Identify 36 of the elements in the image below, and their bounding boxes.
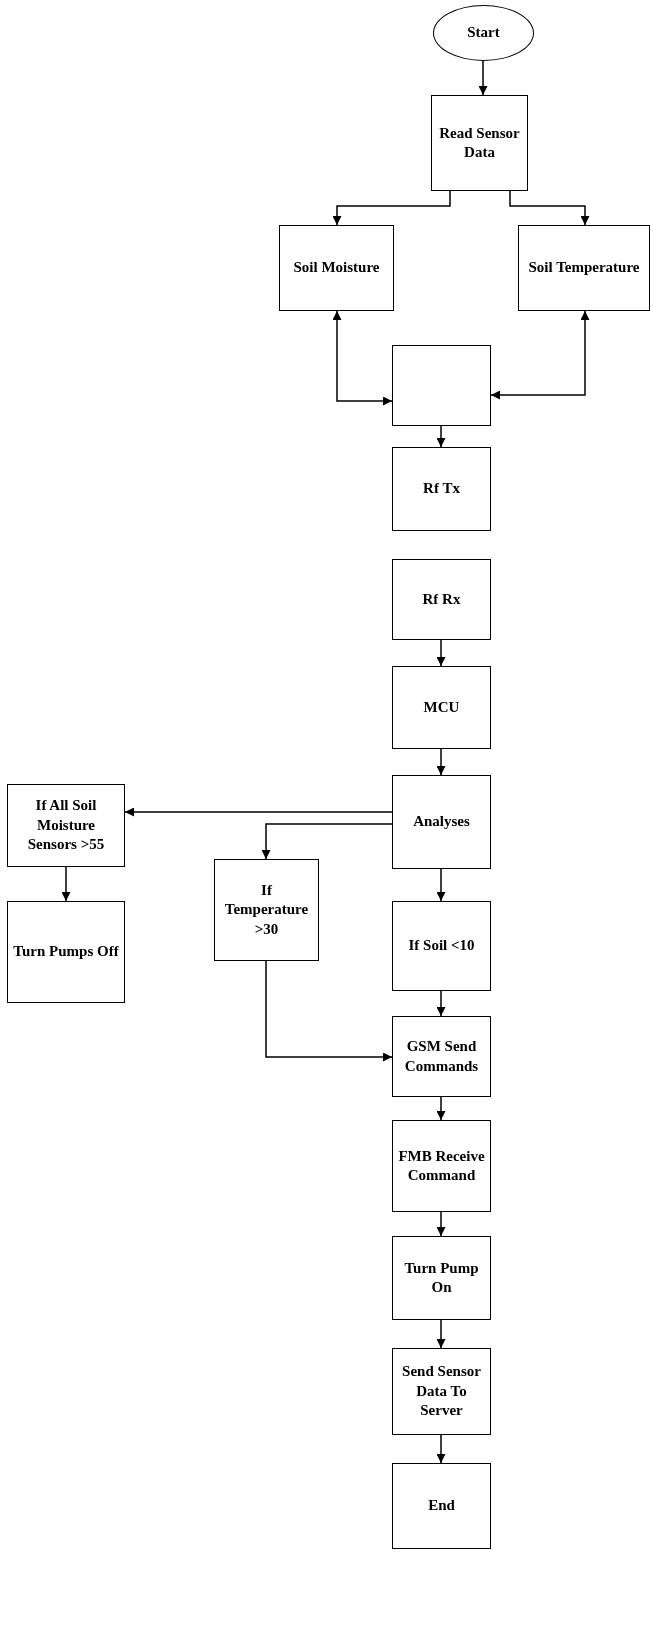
process-box: Send Sensor Data To Server bbox=[392, 1348, 491, 1435]
process-box: Turn Pumps Off bbox=[7, 901, 125, 1003]
arrow bbox=[61, 866, 71, 902]
arrow bbox=[490, 310, 590, 400]
process-box: Rf Tx bbox=[392, 447, 491, 531]
process-box: MCU bbox=[392, 666, 491, 749]
arrow bbox=[124, 807, 393, 817]
arrow bbox=[265, 960, 393, 1062]
process-box: Soil Temperature bbox=[518, 225, 650, 311]
process-box: If Temperature >30 bbox=[214, 859, 319, 961]
process-box: Turn Pump On bbox=[392, 1236, 491, 1320]
arrow bbox=[436, 748, 446, 776]
terminal-ellipse: Start bbox=[433, 5, 534, 61]
arrow bbox=[436, 425, 446, 448]
arrow bbox=[436, 990, 446, 1017]
arrow bbox=[436, 1211, 446, 1237]
process-box: If Soil <10 bbox=[392, 901, 491, 991]
process-box: FMB Receive Command bbox=[392, 1120, 491, 1212]
process-box: Soil Moisture bbox=[279, 225, 394, 311]
process-box: Read Sensor Data bbox=[431, 95, 528, 191]
arrow bbox=[436, 868, 446, 902]
process-box: Rf Rx bbox=[392, 559, 491, 640]
arrow bbox=[332, 190, 451, 226]
arrow bbox=[436, 1319, 446, 1349]
arrow bbox=[261, 823, 393, 860]
arrow bbox=[436, 1096, 446, 1121]
process-box: If All Soil Moisture Sensors >55 bbox=[7, 784, 125, 867]
arrow bbox=[436, 1434, 446, 1464]
process-box bbox=[392, 345, 491, 426]
process-box: GSM Send Commands bbox=[392, 1016, 491, 1097]
arrow bbox=[332, 310, 393, 406]
arrow bbox=[509, 190, 590, 226]
process-box: Analyses bbox=[392, 775, 491, 869]
arrow bbox=[436, 639, 446, 667]
arrow bbox=[478, 60, 488, 96]
process-box: End bbox=[392, 1463, 491, 1549]
